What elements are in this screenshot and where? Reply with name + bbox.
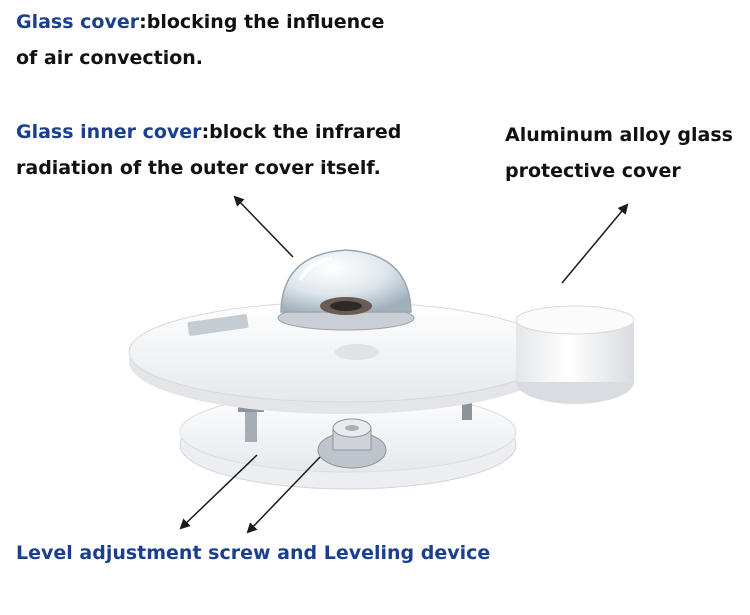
leveling-device [317,418,387,469]
glass-cover-desc-2: of air convection. [16,47,204,69]
inner-cover-desc-2: radiation of the outer cover itself. [16,157,381,179]
glass-cover-label: Glass cover:blocking the influence of ai… [16,4,384,76]
arrow-level-screw [179,454,258,530]
aluminum-protective-cover [515,305,635,404]
aluminum-cover-label: Aluminum alloy glass protective cover [505,117,733,189]
aluminum-cover-line-2: protective cover [505,160,681,182]
arrow-leveling-device [246,456,321,534]
arrow-aluminum-cover [561,203,629,284]
glass-dome [277,249,415,331]
level-device-label: Level adjustment screw and Leveling devi… [16,535,490,571]
inner-cover-desc-1: :block the infrared [201,121,402,143]
arrow-inner-cover [233,195,294,258]
aluminum-cover-line-1: Aluminum alloy glass [505,124,733,146]
glass-cover-desc-1: :blocking the influence [139,11,385,33]
glass-cover-title: Glass cover [16,11,140,33]
inner-cover-label: Glass inner cover:block the infrared rad… [16,114,401,186]
level-device-text: Level adjustment screw and Leveling devi… [16,542,491,564]
inner-cover-title: Glass inner cover [16,121,202,143]
